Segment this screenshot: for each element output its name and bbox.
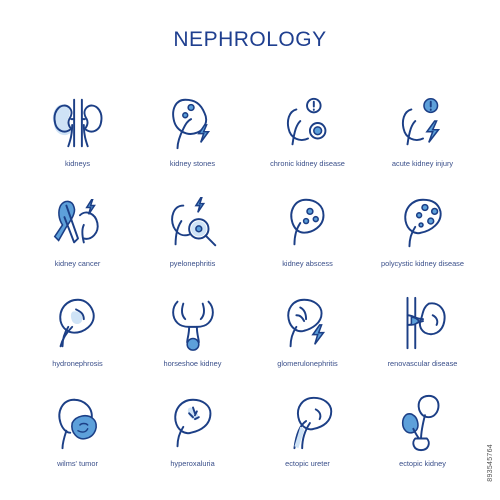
polycystic-kidney-disease-icon <box>392 192 454 254</box>
ectopic-kidney-icon <box>392 392 454 454</box>
page-title: NEPHROLOGY <box>173 28 327 51</box>
icon-grid: kidneys kidney stones chr <box>20 86 480 486</box>
icon-card: renovascular disease <box>365 286 480 386</box>
icon-label: polycystic kidney disease <box>381 259 464 268</box>
icon-card: kidney stones <box>135 86 250 186</box>
icon-card: hyperoxaluria <box>135 386 250 486</box>
kidney-abscess-icon <box>277 192 339 254</box>
icon-card: kidney abscess <box>250 186 365 286</box>
horseshoe-kidney-icon <box>162 292 224 354</box>
icon-label: acute kidney injury <box>391 159 454 168</box>
wilms-tumor-icon <box>47 392 109 454</box>
icon-label: renovascular disease <box>387 359 458 368</box>
icon-card: acute kidney injury <box>365 86 480 186</box>
icon-label: ectopic kidney <box>399 459 446 468</box>
kidney-cancer-icon <box>47 192 109 254</box>
icon-label: kidney stones <box>169 159 216 168</box>
icon-label: chronic kidney disease <box>270 159 345 168</box>
icon-label: ectopic ureter <box>285 459 330 468</box>
icon-label: hyperoxaluria <box>170 459 215 468</box>
hydronephrosis-icon <box>47 292 109 354</box>
icon-card: chronic kidney disease <box>250 86 365 186</box>
ectopic-ureter-icon <box>277 392 339 454</box>
icon-card: hydronephrosis <box>20 286 135 386</box>
pyelonephritis-icon <box>162 192 224 254</box>
icon-card: kidney cancer <box>20 186 135 286</box>
icon-card: horseshoe kidney <box>135 286 250 386</box>
icon-label: kidney cancer <box>54 259 101 268</box>
icon-card: ectopic kidney <box>365 386 480 486</box>
icon-label: kidneys <box>64 159 91 168</box>
icon-card: pyelonephritis <box>135 186 250 286</box>
icon-card: glomerulonephritis <box>250 286 365 386</box>
icon-card: wilms' tumor <box>20 386 135 486</box>
icon-label: horseshoe kidney <box>163 359 222 368</box>
chronic-kidney-disease-icon <box>277 92 339 154</box>
glomerulonephritis-icon <box>277 292 339 354</box>
icon-label: kidney abscess <box>282 259 333 268</box>
stock-watermark-id: 893545764 <box>487 444 494 482</box>
icon-card: ectopic ureter <box>250 386 365 486</box>
icon-card: kidneys <box>20 86 135 186</box>
icon-card: polycystic kidney disease <box>365 186 480 286</box>
kidney-stones-icon <box>162 92 224 154</box>
renovascular-disease-icon <box>392 292 454 354</box>
hyperoxaluria-icon <box>162 392 224 454</box>
kidneys-icon <box>47 92 109 154</box>
icon-label: hydronephrosis <box>52 359 103 368</box>
icon-label: wilms' tumor <box>57 459 98 468</box>
icon-label: pyelonephritis <box>169 259 216 268</box>
icon-label: glomerulonephritis <box>277 359 338 368</box>
acute-kidney-injury-icon <box>392 92 454 154</box>
